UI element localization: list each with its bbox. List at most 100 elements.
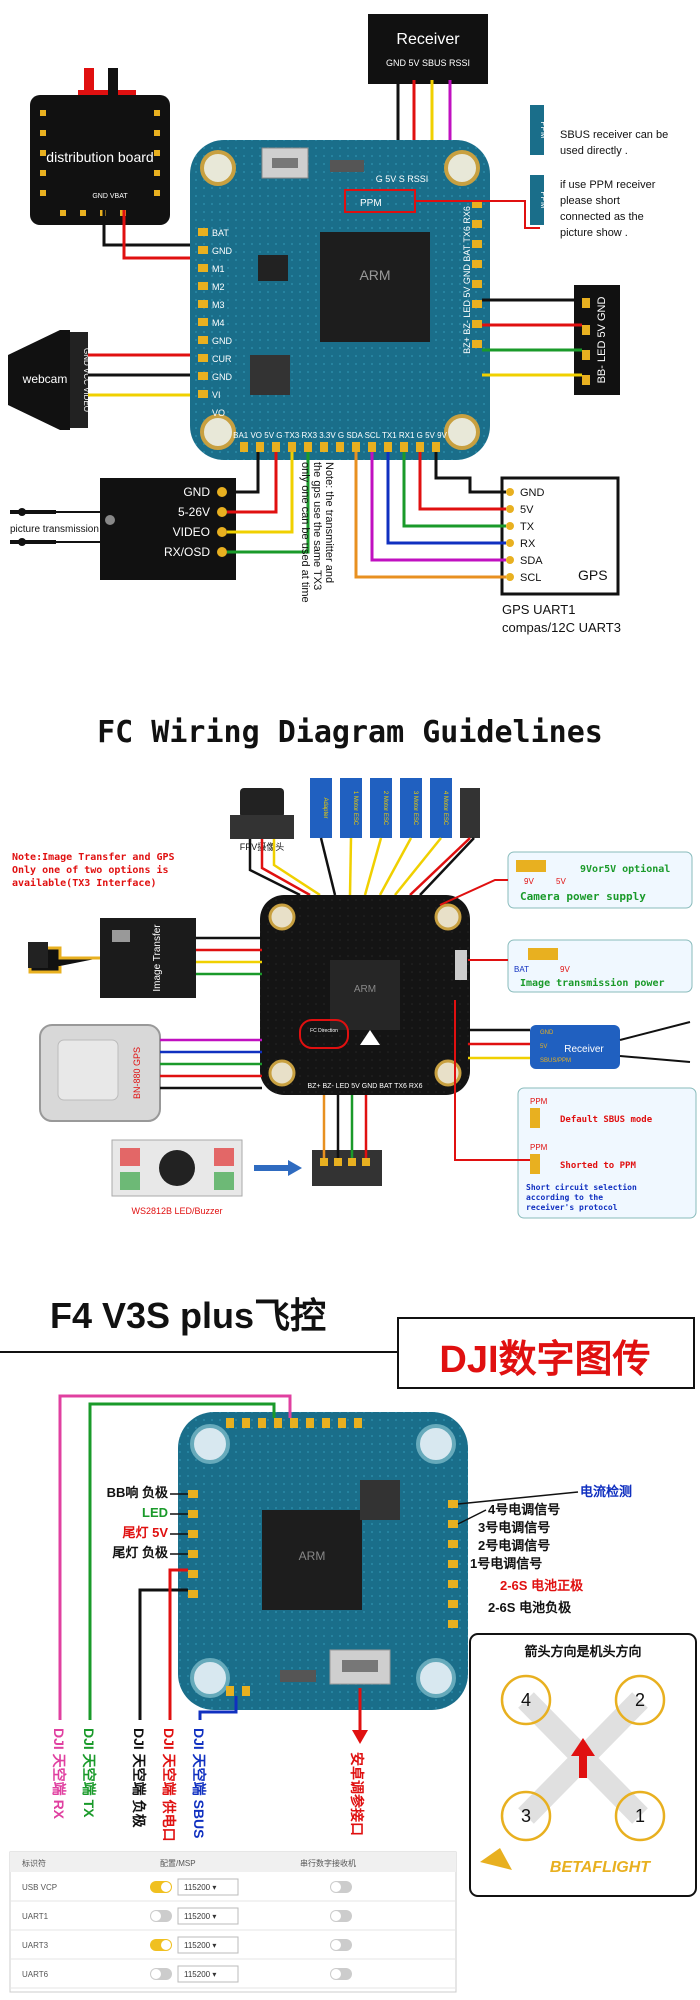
- svg-text:ARM: ARM: [354, 984, 376, 995]
- sbus-note-line1: SBUS receiver can be: [560, 129, 668, 141]
- fc-direction-label: FC Direction: [310, 1028, 338, 1034]
- gps-pin-sda: SDA: [520, 555, 543, 567]
- baud-value: 115200 ▾: [184, 1912, 216, 1921]
- baud-select[interactable]: [177, 1965, 239, 1983]
- svg-text:ARM: ARM: [359, 267, 390, 283]
- fc3-vertical-labels: DJI 天空端 RX DJI 天空端 TX DJI 天空端 负极 DJI 天空端…: [51, 1728, 365, 1842]
- fc3-left-label-2: 尾灯 5V: [122, 1525, 168, 1540]
- table-header-serial-rx: 串行数字接收机: [300, 1858, 356, 1868]
- ppm-notes-arrow: [454, 1000, 530, 1161]
- camera-power-right: 5V: [556, 877, 566, 886]
- fc1-note: Note: the transmitter and the gps use th…: [299, 462, 335, 603]
- fc1-pin-gnd2: GND: [212, 336, 233, 346]
- section2-note-line3: available(TX3 Interface): [12, 877, 157, 889]
- receiver2-title: Receiver: [564, 1044, 604, 1055]
- fc1-ppm-label: PPM: [360, 198, 382, 209]
- dji-vlabel-gnd: DJI 天空端 负极: [131, 1728, 147, 1829]
- gps-caption2: compas/12C UART3: [502, 620, 621, 635]
- distribution-board: distribution board GND VBAT: [30, 68, 170, 225]
- section2-note: Note:Image Transfer and GPS Only one of …: [12, 852, 175, 889]
- section-1-wiring: Receiver GND 5V SBUS RSSI distribution b…: [8, 14, 668, 635]
- ppm-connectors: PPM PPM: [530, 105, 548, 225]
- dji-vlabel-power: DJI 天空端 供电口: [161, 1728, 177, 1842]
- fc1-pin-gnd3: GND: [212, 372, 233, 382]
- baud-select[interactable]: [177, 1878, 239, 1896]
- distribution-wires: [102, 210, 198, 260]
- fc3-right-label-3: 2号电调信号: [478, 1538, 550, 1553]
- distribution-board-pins: GND VBAT: [92, 193, 128, 200]
- image-tx-power-title: Image transmission power: [520, 977, 665, 989]
- sbus-note-line3: if use PPM receiver: [560, 179, 656, 191]
- fc3-left-label-0: BB响 负极: [107, 1485, 169, 1500]
- table-row-id: UART1: [22, 1912, 49, 1921]
- receiver2-pin-sbus: SBUS/PPM: [540, 1058, 571, 1064]
- gps2-label: BN-880 GPS: [132, 1047, 142, 1099]
- table-header-id: 标识符: [22, 1858, 46, 1868]
- section-3-dji: F4 V3S plus飞控 DJI数字图传 ARM B: [0, 1295, 697, 1993]
- camera-power-arrow: [439, 879, 508, 906]
- gps-pin-gnd: GND: [520, 487, 545, 499]
- motor-2: 2: [635, 1690, 645, 1710]
- table-row: UART1 115200 ▾: [10, 1907, 456, 1931]
- section3-title: F4 V3S plus飞控: [50, 1295, 326, 1336]
- sbus-note-line5: connected as the: [560, 211, 644, 223]
- motor-4: 4: [521, 1690, 531, 1710]
- sbus-note: SBUS receiver can be used directly . if …: [560, 129, 668, 239]
- ppm-arrow: [415, 200, 540, 229]
- gps-wires: [354, 452, 506, 579]
- fc1-top-pins: G 5V S RSSI: [376, 174, 429, 184]
- baud-select[interactable]: [177, 1936, 239, 1954]
- fc1-pin-bat: BAT: [212, 228, 229, 238]
- picture-transmission: picture transmission GND 5-26V VIDEO RX/…: [10, 478, 236, 580]
- pt-pin-power: 5-26V: [178, 505, 210, 519]
- fc1-right-pins: BZ+ BZ- LED 5V GND BAT TX6 RX6: [462, 206, 472, 354]
- webcam-title: webcam: [22, 372, 68, 386]
- section2-note-line1: Note:Image Transfer and GPS: [12, 852, 175, 863]
- fc-board-1: ARM G 5V S RSSI BZ+ BZ- LED 5V GND BAT T…: [190, 140, 490, 460]
- sbus-note-line2: used directly .: [560, 145, 628, 157]
- fc1-pin-vi: VI: [212, 390, 221, 400]
- toggle-knob: [331, 1940, 341, 1950]
- receiver2-pin-5v: 5V: [540, 1044, 547, 1050]
- fc3-right-label-4: 1号电调信号: [470, 1556, 542, 1571]
- esc-tag-4: 4 Motor ESC: [442, 791, 448, 826]
- fc3-right-labels: 电流检测 4号电调信号 3号电调信号 2号电调信号 1号电调信号 2-6S 电池…: [470, 1484, 632, 1615]
- toggle-knob: [151, 1969, 161, 1979]
- led-buzzer-label: WS2812B LED/Buzzer: [131, 1206, 222, 1216]
- baud-select[interactable]: [177, 1907, 239, 1925]
- ppm-default-text: Default SBUS mode: [560, 1115, 653, 1125]
- betaflight-brand: BETAFLIGHT: [550, 1859, 651, 1876]
- picture-transmission-title: picture transmission: [10, 524, 99, 535]
- dji-vlabel-tx: DJI 天空端 TX: [81, 1728, 97, 1818]
- fc1-note-line1: Note: the transmitter and: [323, 462, 335, 583]
- fc-board-3: ARM: [178, 1412, 468, 1710]
- pt-pin-video: VIDEO: [173, 525, 210, 539]
- fc3-right-label-2: 3号电调信号: [478, 1520, 550, 1535]
- toggle-knob: [331, 1969, 341, 1979]
- esc-tag-3: 3 Motor ESC: [412, 791, 418, 826]
- table-row-id: UART6: [22, 1970, 49, 1979]
- webcam-pins: GND VCC VIDEO: [82, 348, 91, 412]
- gps-pin-tx: TX: [520, 521, 535, 533]
- gps-box: GPS GND 5V TX RX SDA SCL GPS UART1 compa…: [500, 476, 621, 635]
- fc3-left-labels: BB响 负极 LED 尾灯 5V 尾灯 负极: [107, 1485, 169, 1560]
- svg-text:ARM: ARM: [299, 1549, 326, 1563]
- receiver2-pin-gnd: GND: [540, 1030, 554, 1036]
- ppm-note-line2: according to the: [526, 1192, 603, 1202]
- camera-power-option: 9Vor5V optional: [580, 863, 670, 875]
- fc1-pin-cur: CUR: [212, 354, 232, 364]
- image-transfer-module: Image Transfer: [28, 918, 196, 998]
- receiver-pins: GND 5V SBUS RSSI: [386, 58, 470, 68]
- esc-tag-1: 1 Motor ESC: [352, 791, 358, 826]
- led-buzzer-wires: [322, 1095, 368, 1158]
- ppm-connector-label-1: PPM: [539, 121, 548, 139]
- toggle-knob: [331, 1882, 341, 1892]
- image-tx-power-left: BAT: [514, 965, 529, 974]
- table-row-id: USB VCP: [22, 1883, 57, 1892]
- receiver2-wires: [468, 1028, 530, 1060]
- ppm-short-label: PPM: [530, 1143, 548, 1152]
- fc2-bottom-pins: BZ+ BZ- LED 5V GND BAT TX6 RX6: [308, 1083, 423, 1090]
